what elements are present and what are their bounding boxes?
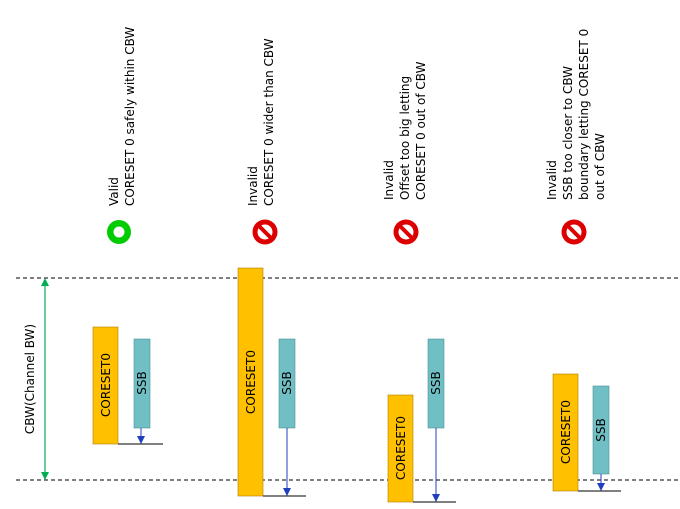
cbw-label: CBW(Channel BW) (23, 324, 37, 434)
case-3-description-line-1: Offset too big letting (398, 76, 412, 200)
case-wider-than-cbw: Invalid CORESET 0 wider than CBW CORESET… (237, 38, 306, 497)
case-1-description: CORESET 0 safely within CBW (123, 27, 137, 206)
prohibited-icon (252, 219, 278, 245)
coreset0-label: CORESET0 (99, 353, 113, 417)
coreset0-label: CORESET0 (244, 350, 258, 414)
case-4-description-line-1: SSB too closer to CBW (561, 66, 575, 200)
coreset0-block (237, 267, 264, 497)
case-4-description-line-3: out of CBW (593, 133, 607, 200)
ssb-block (133, 338, 151, 429)
case-2-status: Invalid (246, 166, 260, 206)
ssb-label: SSB (280, 371, 294, 394)
coreset0-block (387, 394, 414, 503)
coreset0-block (552, 373, 579, 492)
case-3-description-line-2: CORESET 0 out of CBW (414, 61, 428, 200)
check-circle-icon (107, 220, 131, 244)
case-ssb-too-close: Invalid SSB too closer to CBW boundary l… (545, 29, 621, 492)
coreset0-block (92, 326, 119, 445)
ssb-label: SSB (135, 371, 149, 394)
coreset0-label: CORESET0 (394, 416, 408, 480)
case-3-status: Invalid (382, 160, 396, 200)
case-2-description: CORESET 0 wider than CBW (262, 38, 276, 206)
ssb-label: SSB (429, 371, 443, 394)
case-valid: Valid CORESET 0 safely within CBW CORESE… (92, 27, 163, 445)
case-1-status: Valid (107, 177, 121, 206)
prohibited-icon (561, 219, 587, 245)
prohibited-icon (393, 219, 419, 245)
ssb-label: SSB (594, 418, 608, 441)
coreset0-label: CORESET0 (559, 400, 573, 464)
case-offset-too-big: Invalid Offset too big letting CORESET 0… (382, 61, 456, 503)
case-4-status: Invalid (545, 160, 559, 200)
case-4-description-line-2: boundary letting CORESET 0 (577, 29, 591, 200)
